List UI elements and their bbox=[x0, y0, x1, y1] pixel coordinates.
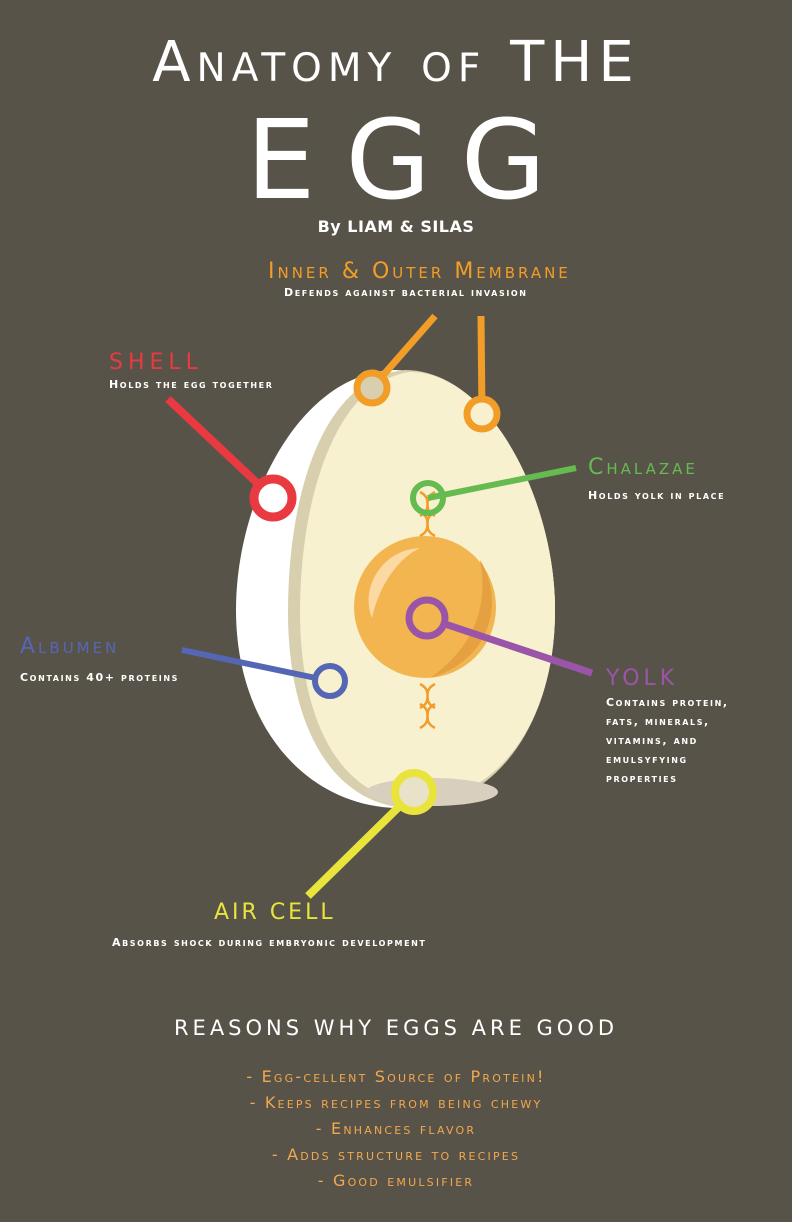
shell-marker bbox=[249, 474, 297, 522]
yolk-desc-line: Contains protein, bbox=[606, 696, 729, 709]
reasons-title: REASONS WHY EGGS ARE GOOD bbox=[173, 1016, 619, 1040]
membrane-label: Inner & Outer Membrane bbox=[268, 259, 571, 284]
air-cell-marker bbox=[391, 769, 437, 815]
reasons-list: - Egg-cellent Source of Protein! - Keeps… bbox=[0, 1064, 792, 1194]
yolk-desc-line: vitamins, and bbox=[606, 734, 698, 747]
yolk-highlight bbox=[368, 548, 420, 618]
albumen-label: Albumen bbox=[20, 634, 120, 659]
air-cell-label: AIR CELL bbox=[214, 900, 336, 925]
yolk-label: YOLK bbox=[606, 666, 679, 691]
yolk-desc-line: fats, minerals, bbox=[606, 715, 710, 728]
byline: By LIAM & SILAS bbox=[317, 217, 475, 236]
chalazae-desc: Holds yolk in place bbox=[588, 489, 726, 502]
chalazae-marker bbox=[410, 480, 446, 516]
reason-item: - Egg-cellent Source of Protein! bbox=[246, 1067, 546, 1086]
reason-item: - Good emulsifier bbox=[317, 1171, 475, 1190]
albumen-marker bbox=[312, 663, 348, 699]
albumen-desc: Contains 40+ proteins bbox=[20, 671, 179, 684]
shell-label: SHELL bbox=[109, 350, 203, 375]
yolk-desc-line: properties bbox=[606, 772, 678, 785]
shell-desc: Holds the egg together bbox=[109, 378, 274, 391]
title-egg: EGG bbox=[246, 96, 576, 224]
yolk-shade bbox=[430, 560, 492, 678]
title-line-1: Anatomy of THE bbox=[152, 30, 640, 95]
reason-item: - Keeps recipes from being chewy bbox=[249, 1093, 543, 1112]
reason-item: - Enhances flavor bbox=[315, 1119, 477, 1138]
air-cell-line bbox=[305, 789, 417, 899]
yolk-desc-line: emulsyfying bbox=[606, 753, 688, 766]
yolk-desc: Contains protein, fats, minerals, vitami… bbox=[606, 693, 729, 788]
air-cell-desc: Absorbs shock during embryonic developme… bbox=[112, 936, 427, 949]
membrane-marker-left bbox=[353, 369, 391, 407]
chalazae-label: Chalazae bbox=[588, 455, 698, 480]
albumen-line bbox=[181, 647, 331, 684]
membrane-marker-right bbox=[463, 395, 501, 433]
yolk-marker bbox=[405, 596, 449, 640]
chalazae-bottom bbox=[419, 682, 436, 730]
yolk-line bbox=[425, 614, 594, 677]
shell-line bbox=[165, 396, 276, 501]
reason-item: - Adds structure to recipes bbox=[271, 1145, 521, 1164]
chalazae-line bbox=[427, 465, 577, 501]
membrane-desc: Defends against bacterial invasion bbox=[284, 286, 528, 299]
